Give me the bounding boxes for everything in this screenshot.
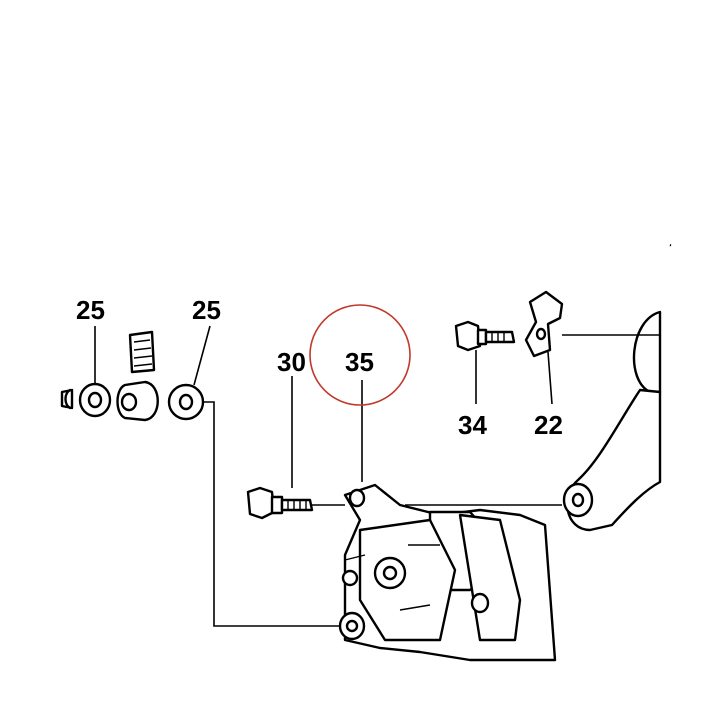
callout-30: 30 (277, 347, 306, 377)
caliper-bolt-30 (246, 486, 314, 520)
hose-end-cap (60, 388, 74, 410)
callout-34: 34 (458, 410, 487, 440)
bracket-bolt-34 (454, 320, 516, 352)
caliper-mounting-bracket (562, 310, 662, 532)
callout-35: 35 (345, 347, 374, 377)
highlight-circle (309, 304, 411, 406)
clip-hole (535, 327, 547, 341)
brake-caliper (338, 483, 557, 662)
banjo-fitting (116, 380, 159, 422)
leader-lines (94, 325, 660, 627)
sealing-washer-right (167, 383, 205, 421)
callout-25-left: 25 (76, 295, 105, 325)
callout-22: 22 (534, 410, 563, 440)
hose-clip-22 (524, 290, 564, 358)
sealing-washer-left (78, 382, 112, 418)
brake-hose (128, 192, 672, 374)
callout-25-right: 25 (192, 295, 221, 325)
